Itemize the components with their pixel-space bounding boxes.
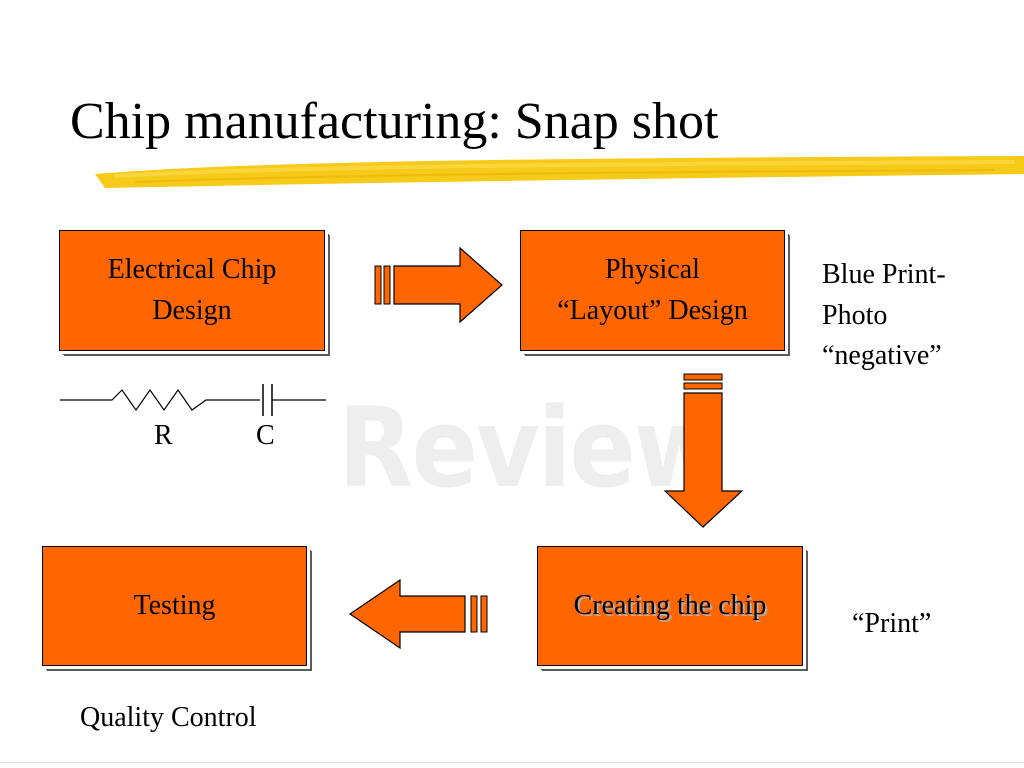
capacitor-label: C: [256, 420, 275, 451]
creating-the-chip-box: Creating the chip: [537, 546, 803, 666]
left-arrow: [348, 578, 488, 650]
resistor-label: R: [154, 420, 173, 451]
capacitor-icon: [262, 384, 326, 416]
physical-layout-design-box: Physical “Layout” Design: [520, 230, 785, 351]
physical-layout-design-label: Physical “Layout” Design: [557, 253, 748, 326]
slide-title: Chip manufacturing: Snap shot: [70, 93, 719, 150]
electrical-chip-design-box: Electrical Chip Design: [59, 230, 325, 351]
review-watermark: Review: [338, 385, 724, 513]
testing-label: Testing: [133, 589, 216, 621]
blueprint-negative-label: Blue Print- Photo “negative”: [822, 259, 946, 372]
down-arrow: [663, 373, 744, 528]
quality-control-label: Quality Control: [80, 702, 257, 733]
right-arrow: [374, 246, 503, 324]
creating-the-chip-label: Creating the chip: [573, 589, 767, 621]
testing-box: Testing: [42, 546, 307, 666]
title-highlight-stroke: [95, 156, 1024, 188]
rc-circuit-symbol: [60, 384, 326, 416]
resistor-icon: [60, 388, 260, 412]
electrical-chip-design-label: Electrical Chip Design: [107, 253, 277, 326]
slide-bottom-divider: [0, 762, 1024, 763]
print-label: “Print”: [852, 608, 932, 639]
